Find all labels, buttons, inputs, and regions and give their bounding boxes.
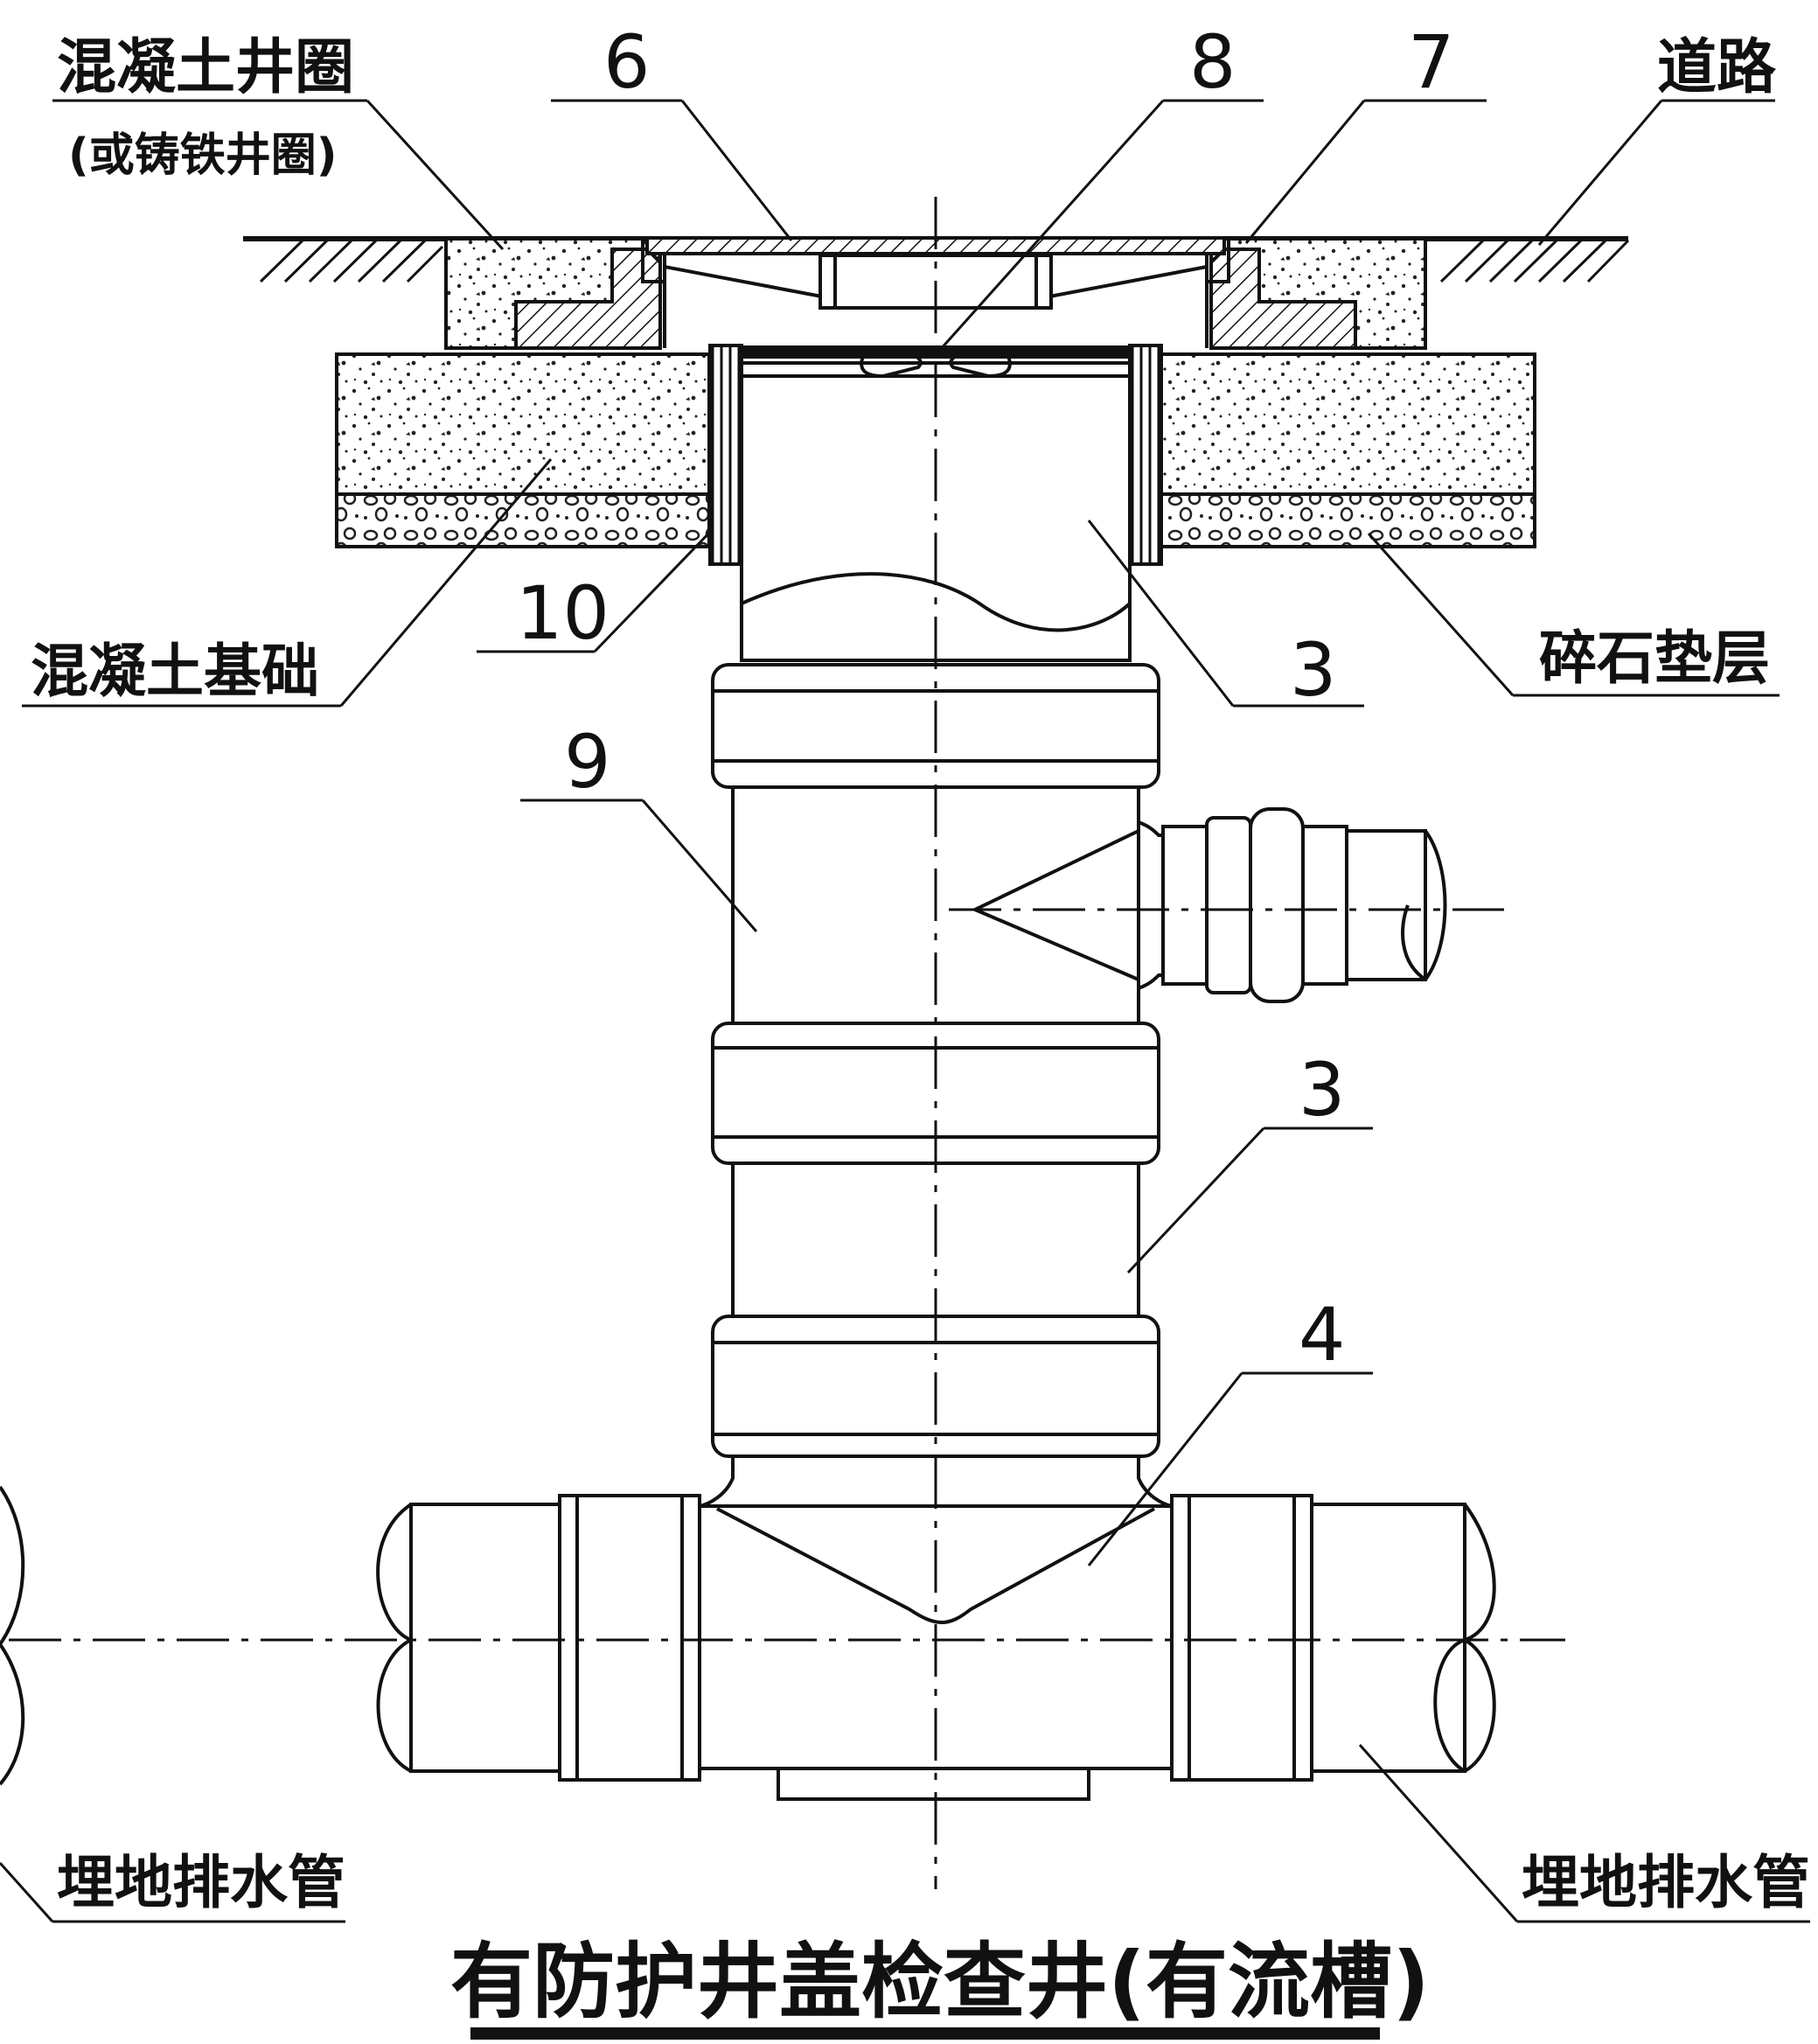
- concrete-foundation: [335, 352, 1536, 496]
- label-buried-drain-pipe-left: 埋地排水管: [57, 1849, 345, 1916]
- main-pipe-left: [376, 1494, 701, 1782]
- label-cast-iron-ring-alt: (或铸铁井圈): [68, 129, 338, 182]
- label-num-9: 9: [564, 719, 610, 805]
- gravel-bedding: [335, 492, 1536, 548]
- label-num-10: 10: [516, 570, 609, 656]
- pipe-break-far-left: [0, 1485, 25, 1786]
- center-lines: [9, 197, 1565, 1889]
- label-num-8: 8: [1189, 19, 1236, 105]
- label-num-4: 4: [1299, 1292, 1345, 1378]
- label-concrete-base: 混凝土基础: [31, 638, 319, 705]
- label-num-7: 7: [1408, 19, 1454, 105]
- title-underline: [470, 2027, 1380, 2040]
- label-buried-drain-pipe-right: 埋地排水管: [1522, 1849, 1810, 1916]
- concrete-well-ring: [444, 237, 1427, 350]
- label-gravel-layer: 碎石垫层: [1539, 624, 1770, 692]
- label-num-3-top: 3: [1290, 627, 1336, 713]
- label-num-3-mid: 3: [1299, 1047, 1345, 1133]
- label-concrete-well-ring: 混凝土井圈: [57, 33, 354, 102]
- label-road: 道路: [1657, 33, 1777, 102]
- label-num-6: 6: [603, 19, 650, 105]
- leader-lines: [0, 99, 1810, 1923]
- main-pipe-right: [1170, 1494, 1496, 1782]
- drawing-title: 有防护井盖检查井(有流槽): [450, 1935, 1430, 2030]
- side-branch-inlet: [971, 807, 1447, 1003]
